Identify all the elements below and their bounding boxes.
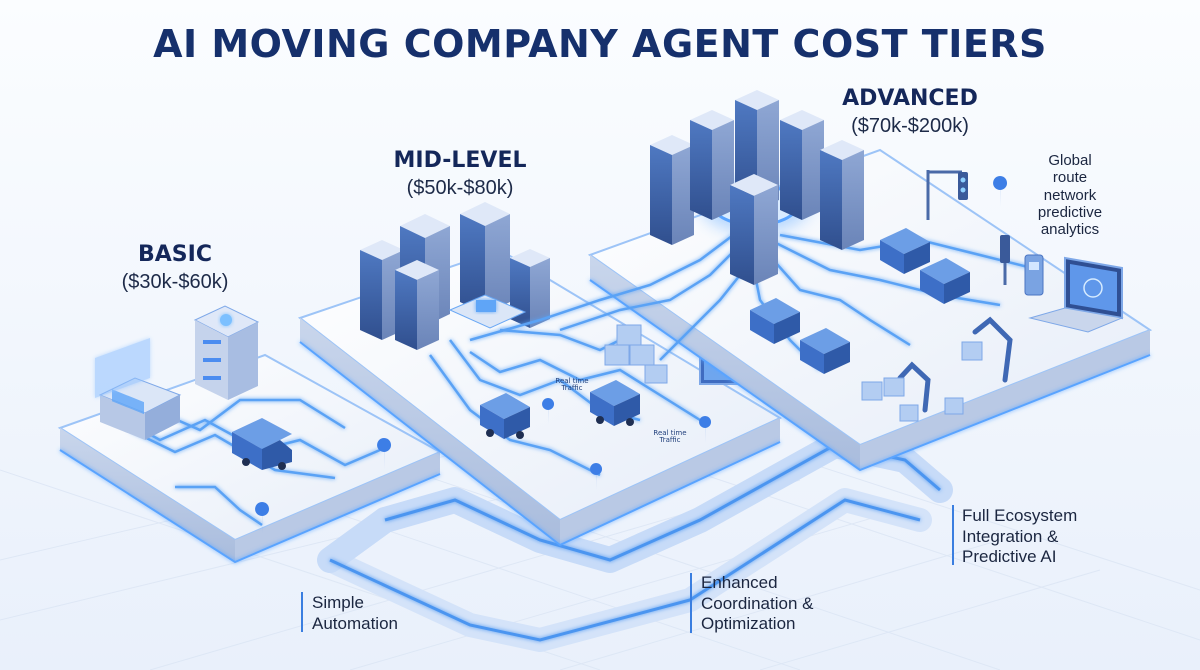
traffic-label: Real time Traffic [555, 377, 589, 393]
advanced-truck-2 [920, 258, 970, 304]
mid-truck-2 [590, 380, 640, 426]
mid-truck-1 [480, 393, 530, 439]
crates [604, 324, 668, 384]
advanced-platform [469, 90, 1153, 472]
mid-server-cluster [360, 202, 550, 350]
basic-server [193, 305, 260, 400]
laptop-icon [1028, 256, 1124, 333]
mid-level-platform [297, 202, 783, 547]
basic-platform [57, 305, 443, 564]
charging-station-icon [1024, 254, 1044, 296]
robot-arm-icon [897, 316, 1013, 413]
traffic-light-icon [926, 170, 1010, 285]
advanced-truck-4 [800, 328, 850, 374]
crates [861, 341, 983, 422]
tier-basic-price: ($30k-$60k) [121, 271, 229, 293]
advanced-server-cluster [650, 90, 864, 285]
tier-mid-level-price: ($50k-$80k) [406, 177, 514, 199]
tier-advanced-name: ADVANCED [842, 86, 978, 111]
control-console [95, 338, 182, 440]
location-pin-icon [993, 176, 1008, 207]
tier-basic-header: BASIC ($30k-$60k) [110, 242, 240, 294]
advanced-truck-3 [750, 298, 800, 344]
advanced-truck-1 [880, 228, 930, 274]
traffic-label: Real time Traffic [653, 429, 687, 445]
global-network-annotation: Global route network predictive analytic… [1037, 152, 1103, 238]
tier-mid-level-description: Enhanced Coordination & Optimization [701, 573, 814, 634]
location-pin-icon [542, 398, 712, 490]
tier-advanced-header: ADVANCED ($70k-$200k) [830, 86, 990, 138]
tier-basic-description: Simple Automation [312, 593, 398, 633]
tier-basic-name: BASIC [138, 242, 212, 267]
tier-mid-level-header: MID-LEVEL ($50k-$80k) [375, 148, 545, 200]
location-pin-icon [255, 438, 392, 534]
tier-mid-level-name: MID-LEVEL [393, 148, 527, 173]
tier-advanced-price: ($70k-$200k) [851, 115, 969, 137]
basic-truck [232, 418, 292, 470]
page-title: AI MOVING COMPANY AGENT COST TIERS [153, 22, 1047, 66]
tier-advanced-description: Full Ecosystem Integration & Predictive … [962, 506, 1078, 567]
